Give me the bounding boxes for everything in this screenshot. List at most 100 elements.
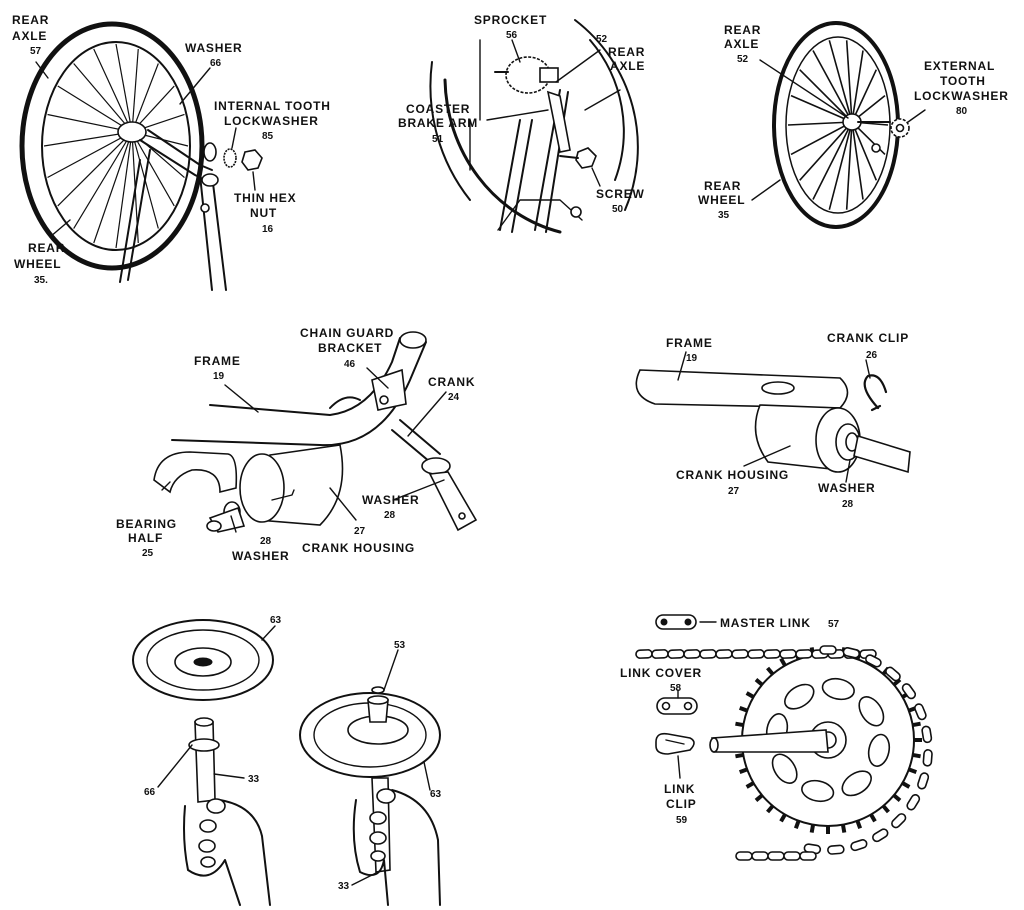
panel-chain-master-link: MASTER LINK 57 LINK COVER 58 LINK CLIP 5… — [620, 614, 933, 861]
sprocket-part — [494, 56, 559, 94]
rear-wheel-right-drawing — [772, 21, 900, 229]
label-internal-tooth-number: 85 — [262, 131, 274, 142]
chainring-tooth — [745, 781, 755, 789]
spoke — [115, 43, 133, 133]
chainring-tooth — [754, 678, 764, 687]
chainring-tooth — [738, 767, 748, 775]
spoke — [828, 40, 853, 123]
chainring-window — [841, 770, 872, 797]
chainring-tooth — [738, 705, 748, 713]
chain-link — [795, 649, 813, 659]
label-rear-wheel-line1: REAR — [28, 241, 65, 255]
label-master-link: MASTER LINK — [720, 616, 811, 630]
panel-rear-wheel-left: REAR AXLE 57 WASHER 66 INTERNAL TOOTH LO… — [12, 13, 331, 291]
chain-link — [747, 649, 765, 659]
chainring-tooth — [912, 752, 921, 759]
label-external-tooth-line3: LOCKWASHER — [914, 89, 1009, 103]
spoke — [851, 69, 878, 123]
chainring-tooth — [779, 657, 787, 667]
label-chain-guard-line2: BRACKET — [318, 341, 382, 355]
label-sprocket: SPROCKET — [474, 13, 547, 27]
washer-left-part — [206, 501, 246, 533]
label-internal-tooth-line1: INTERNAL TOOTH — [214, 99, 331, 113]
chain-link — [763, 649, 781, 659]
chain-link — [767, 851, 785, 861]
chain-link — [922, 749, 933, 767]
label-rear-wheel-number: 35 — [718, 210, 730, 221]
label-rear-axle-line2: AXLE — [724, 37, 759, 51]
chain-link — [715, 649, 733, 659]
label-washer-number: 28 — [842, 499, 854, 510]
spoke — [73, 63, 133, 133]
chainring-tooth — [809, 824, 816, 833]
label-external-tooth-line2: TOOTH — [940, 74, 986, 88]
chain-link — [827, 844, 845, 855]
chainring-window — [821, 677, 855, 701]
chain-link — [906, 794, 921, 811]
label-link-clip-number: 59 — [676, 815, 688, 826]
label-frame-number: 19 — [686, 353, 698, 364]
chain-link — [779, 649, 797, 659]
chain-link — [842, 647, 861, 659]
chain-link — [917, 772, 930, 790]
label-coaster-brake-line1: COASTER — [406, 102, 470, 116]
crank-clip-part — [863, 374, 888, 412]
label-rear-axle-52-number: 52 — [596, 34, 608, 45]
label-rear-axle-number: 52 — [737, 54, 749, 65]
label-crank-clip-number: 26 — [866, 350, 878, 361]
spoke — [790, 94, 853, 123]
label-disc-number: 63 — [270, 615, 282, 626]
chainring-tooth — [912, 721, 921, 728]
label-thin-hex-nut-number: 16 — [262, 224, 274, 235]
spoke — [131, 48, 139, 133]
chainring-tooth — [901, 781, 911, 789]
label-crank-clip: CRANK CLIP — [827, 331, 909, 345]
label-crank-housing-number: 27 — [728, 486, 740, 497]
spoke — [799, 69, 853, 123]
label-sprocket-number: 56 — [506, 30, 518, 41]
chain-link — [651, 649, 669, 659]
label-rear-axle-line1: REAR — [724, 23, 761, 37]
label-axle-number: 33 — [248, 774, 260, 785]
label-crank: CRANK — [428, 375, 475, 389]
spoke — [57, 85, 133, 133]
spoke — [73, 131, 133, 229]
label-washer-left-number: 28 — [260, 536, 272, 547]
chain-link — [735, 851, 753, 861]
label-bearing-half-line1: BEARING — [116, 517, 177, 531]
label-external-tooth-line1: EXTERNAL — [924, 59, 995, 73]
frame-tube-drawing — [635, 369, 849, 409]
label-frame: FRAME — [194, 354, 241, 368]
label-rear-wheel-line2: WHEEL — [14, 257, 61, 271]
coaster-brake-arm-part — [546, 90, 571, 153]
disc-left-part — [132, 619, 274, 701]
spoke — [812, 50, 853, 123]
chainring-window — [801, 779, 835, 803]
chain-link — [850, 839, 868, 852]
label-rear-wheel-number: 35. — [34, 275, 48, 286]
chainring-tooth — [735, 752, 744, 759]
spoke — [131, 131, 175, 207]
label-crank-number: 24 — [448, 392, 460, 403]
chain-link — [667, 649, 685, 659]
chain-link — [799, 851, 817, 861]
chainring-window — [867, 733, 891, 767]
label-coaster-brake-line2: BRAKE ARM — [398, 116, 478, 130]
internal-tooth-lockwasher-part — [223, 148, 237, 168]
label-chain-guard-number: 46 — [344, 359, 356, 370]
crank-arm-stub — [853, 434, 911, 474]
label-crank-housing: CRANK HOUSING — [676, 468, 789, 482]
chainring-tooth — [793, 820, 801, 830]
spoke — [851, 121, 878, 181]
chainring-tooth — [855, 820, 863, 830]
hand-right-drawing — [352, 777, 441, 906]
spoke — [93, 131, 133, 244]
label-rear-axle-number: 57 — [30, 46, 42, 57]
label-thin-hex-nut-line2: NUT — [250, 206, 277, 220]
panel-rear-wheel-right: REAR AXLE 52 EXTERNAL TOOTH LOCKWASHER 8… — [698, 21, 1009, 229]
label-master-link-number: 57 — [828, 619, 840, 630]
chain-drawing — [635, 645, 933, 861]
label-link-cover: LINK COVER — [620, 666, 702, 680]
crank-part — [391, 419, 478, 532]
chain-link — [885, 666, 901, 682]
